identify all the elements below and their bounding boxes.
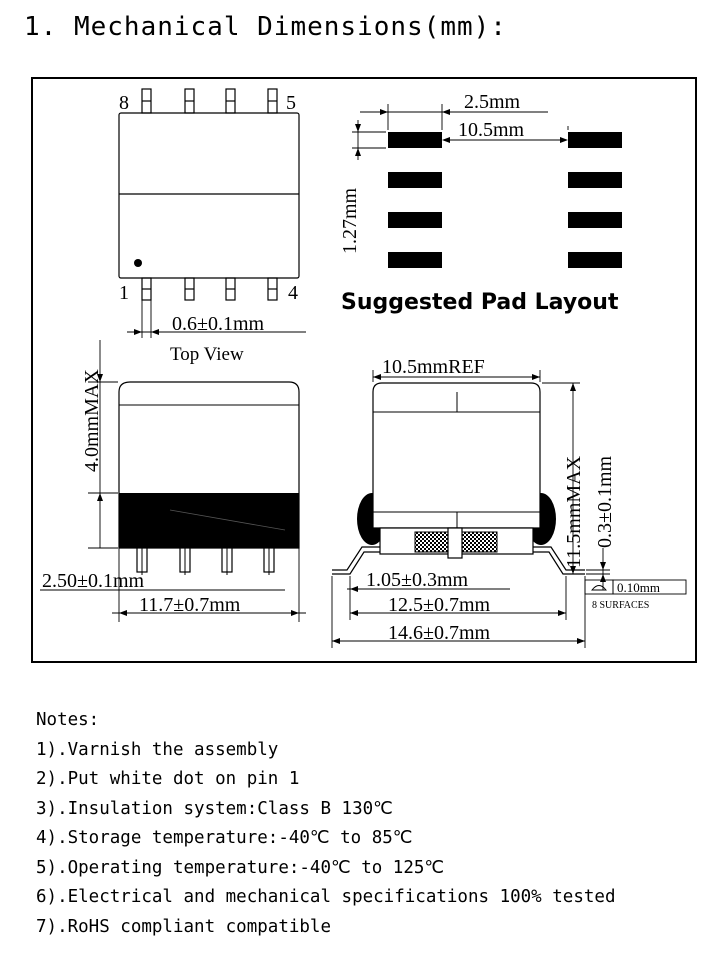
pad-layout bbox=[352, 104, 622, 268]
note-item: 7).RoHS compliant compatible bbox=[36, 916, 332, 937]
pin1-dot bbox=[134, 259, 142, 267]
top-view-caption: Top View bbox=[170, 344, 244, 365]
varnish-band bbox=[119, 493, 299, 548]
foot-length-dimension: 1.05±0.3mm bbox=[366, 569, 469, 591]
coplanarity-value: 0.10mm bbox=[617, 580, 660, 595]
pad bbox=[388, 172, 442, 188]
front-height-dimension: 11.5mmMAX bbox=[563, 455, 585, 568]
note-item: 5).Operating temperature:-40℃ to 125℃ bbox=[36, 857, 445, 878]
standoff-dimension: 2.50±0.1mm bbox=[42, 570, 145, 592]
note-item: 6).Electrical and mechanical specificati… bbox=[36, 887, 616, 907]
pad bbox=[568, 212, 622, 228]
pin-width-dimension: 0.6±0.1mm bbox=[172, 313, 265, 335]
pad-span-dimension: 10.5mm bbox=[458, 119, 525, 141]
side-height-dimension: 4.0mmMAX bbox=[81, 369, 103, 472]
pad bbox=[568, 172, 622, 188]
side-width-dimension: 11.7±0.7mm bbox=[139, 594, 241, 616]
drawing-frame bbox=[31, 77, 697, 663]
note-item: 1).Varnish the assembly bbox=[36, 739, 279, 760]
pad bbox=[388, 132, 442, 148]
note-item: 4).Storage temperature:-40℃ to 85℃ bbox=[36, 828, 413, 848]
coplanarity-surfaces: 8 SURFACES bbox=[592, 600, 649, 611]
lead-thickness-dimension: 0.3±0.1mm bbox=[594, 455, 616, 548]
pad-length-dimension: 2.5mm bbox=[464, 91, 521, 113]
pin-label-4: 4 bbox=[288, 282, 298, 304]
top-view bbox=[118, 88, 306, 338]
body-ref-dimension: 10.5mmREF bbox=[382, 356, 485, 378]
lead-span-dimension: 12.5±0.7mm bbox=[388, 594, 491, 616]
pin-label-8: 8 bbox=[119, 92, 129, 114]
top-view-body bbox=[118, 112, 300, 279]
pin-label-1: 1 bbox=[119, 282, 129, 304]
pad bbox=[388, 252, 442, 268]
note-item: 2).Put white dot on pin 1 bbox=[36, 769, 300, 789]
notes-heading: Notes: bbox=[36, 710, 100, 730]
pin-label-5: 5 bbox=[286, 92, 296, 114]
notes-section: Notes: 1).Varnish the assembly 2).Put wh… bbox=[36, 706, 615, 942]
pad bbox=[568, 132, 622, 148]
side-view bbox=[40, 340, 306, 622]
mechanical-drawing: 8 5 1 4 0.6±0.1mm Top View bbox=[31, 77, 697, 663]
pad bbox=[388, 212, 442, 228]
pad-pitch-dimension: 1.27mm bbox=[339, 187, 361, 254]
pad bbox=[568, 252, 622, 268]
page-title: 1. Mechanical Dimensions(mm): bbox=[24, 12, 507, 42]
pad-layout-caption: Suggested Pad Layout bbox=[341, 290, 619, 315]
front-view bbox=[331, 370, 687, 648]
note-item: 3).Insulation system:Class B 130℃ bbox=[36, 798, 393, 819]
overall-span-dimension: 14.6±0.7mm bbox=[388, 622, 491, 644]
